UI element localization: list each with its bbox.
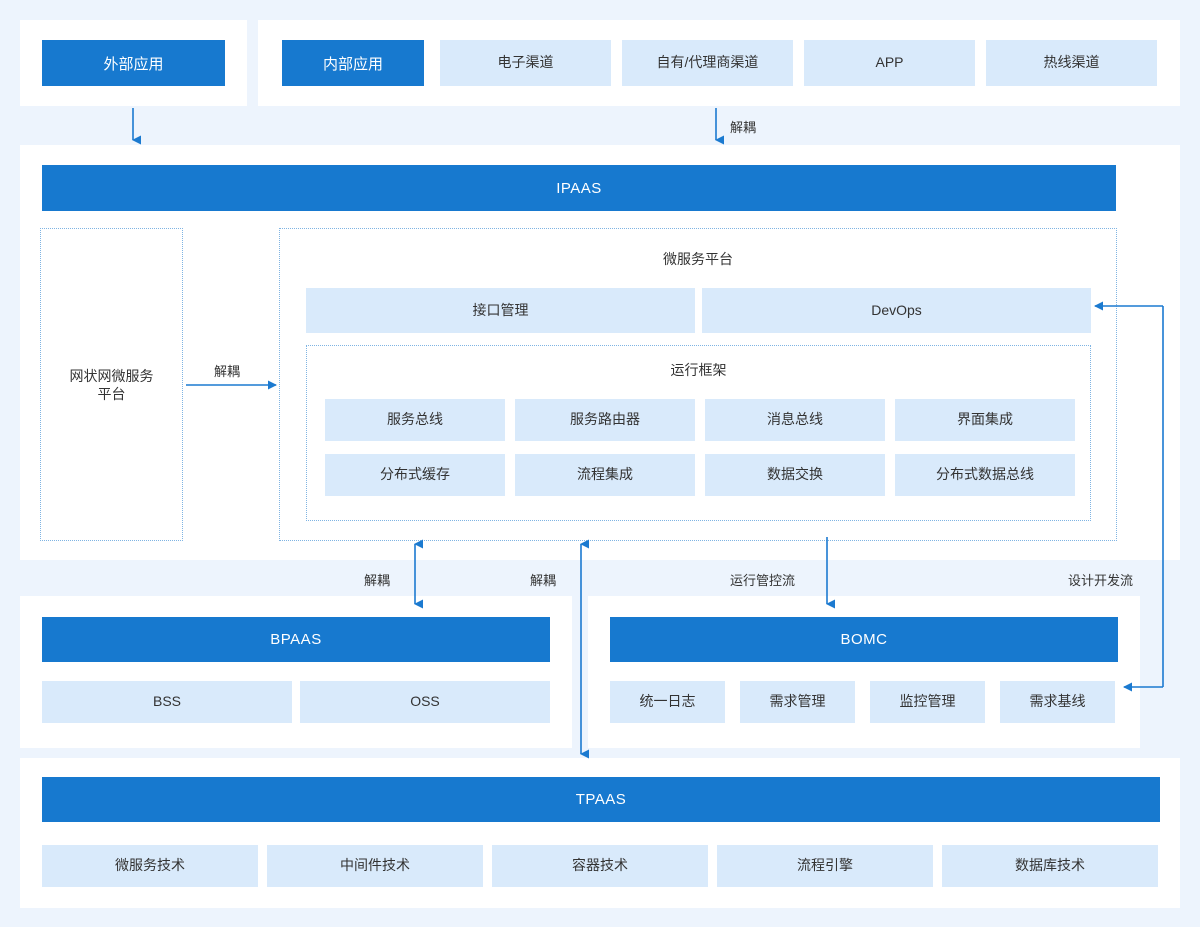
- runtime-module-5[interactable]: 流程集成: [515, 454, 695, 496]
- bpaas-module-1[interactable]: OSS: [300, 681, 550, 723]
- bpaas-module-0[interactable]: BSS: [42, 681, 292, 723]
- channel-item-0[interactable]: 电子渠道: [440, 40, 611, 86]
- mesh-platform-container: [40, 228, 183, 541]
- microservice-platform-title: 微服务平台: [663, 250, 733, 267]
- tpaas-title-bar: TPAAS: [42, 777, 1160, 822]
- mesh-platform-label: 网状网微服务 平台: [69, 367, 154, 402]
- bomc-module-0[interactable]: 统一日志: [610, 681, 725, 723]
- external-app-box[interactable]: 外部应用: [42, 40, 225, 86]
- runtime-module-1[interactable]: 服务路由器: [515, 399, 695, 441]
- runtime-module-2[interactable]: 消息总线: [705, 399, 885, 441]
- runtime-framework-title: 运行框架: [670, 361, 727, 378]
- bpaas-title-bar: BPAAS: [42, 617, 550, 662]
- runtime-module-3[interactable]: 界面集成: [895, 399, 1075, 441]
- runtime-module-0[interactable]: 服务总线: [325, 399, 505, 441]
- runtime-framework-container: [306, 345, 1091, 521]
- bomc-module-3[interactable]: 需求基线: [1000, 681, 1115, 723]
- channel-item-2[interactable]: APP: [804, 40, 975, 86]
- channel-item-3[interactable]: 热线渠道: [986, 40, 1157, 86]
- runtime-module-6[interactable]: 数据交换: [705, 454, 885, 496]
- bomc-module-1[interactable]: 需求管理: [740, 681, 855, 723]
- tpaas-module-4[interactable]: 数据库技术: [942, 845, 1158, 887]
- bomc-title-bar: BOMC: [610, 617, 1118, 662]
- bomc-module-2[interactable]: 监控管理: [870, 681, 985, 723]
- tpaas-module-3[interactable]: 流程引擎: [717, 845, 933, 887]
- mesh-decouple-label: 解耦: [214, 364, 241, 379]
- tpaas-module-2[interactable]: 容器技术: [492, 845, 708, 887]
- ipaas-title-bar: IPAAS: [42, 165, 1116, 211]
- channel-item-1[interactable]: 自有/代理商渠道: [622, 40, 793, 86]
- module-devops[interactable]: DevOps: [702, 288, 1091, 333]
- runtime-module-4[interactable]: 分布式缓存: [325, 454, 505, 496]
- flow-label-ipaas-to-tpaas: 解耦: [530, 573, 557, 588]
- flow-label-runtime-control: 运行管控流: [730, 573, 796, 588]
- module-interface-management[interactable]: 接口管理: [306, 288, 695, 333]
- runtime-module-7[interactable]: 分布式数据总线: [895, 454, 1075, 496]
- flow-label-design-dev: 设计开发流: [1068, 573, 1134, 588]
- tpaas-module-0[interactable]: 微服务技术: [42, 845, 258, 887]
- internal-app-box[interactable]: 内部应用: [282, 40, 424, 86]
- flow-label-ipaas-to-bpaas: 解耦: [364, 573, 391, 588]
- tpaas-module-1[interactable]: 中间件技术: [267, 845, 483, 887]
- flow-label-channel-to-ipaas: 解耦: [730, 120, 757, 135]
- microservice-platform-container: [279, 228, 1117, 541]
